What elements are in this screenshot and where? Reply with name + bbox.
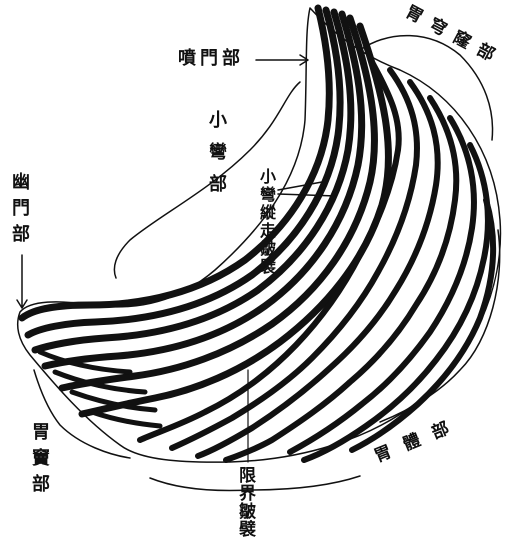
label-lesser-curvature: 小彎部	[207, 110, 225, 206]
boundary-bracket	[150, 476, 360, 491]
label-pylorus: 幽門部	[10, 172, 28, 250]
label-antrum: 胃竇部	[30, 422, 48, 500]
pylorus-arrow	[17, 255, 27, 308]
label-lesser-curvature-folds: 小彎縱走皺襞	[258, 168, 274, 276]
cardia-arrow	[256, 55, 308, 65]
folds-leader-lower	[278, 194, 336, 196]
label-cardia: 噴門部	[178, 50, 244, 68]
label-boundary-fold: 限界皺襞	[236, 466, 253, 538]
